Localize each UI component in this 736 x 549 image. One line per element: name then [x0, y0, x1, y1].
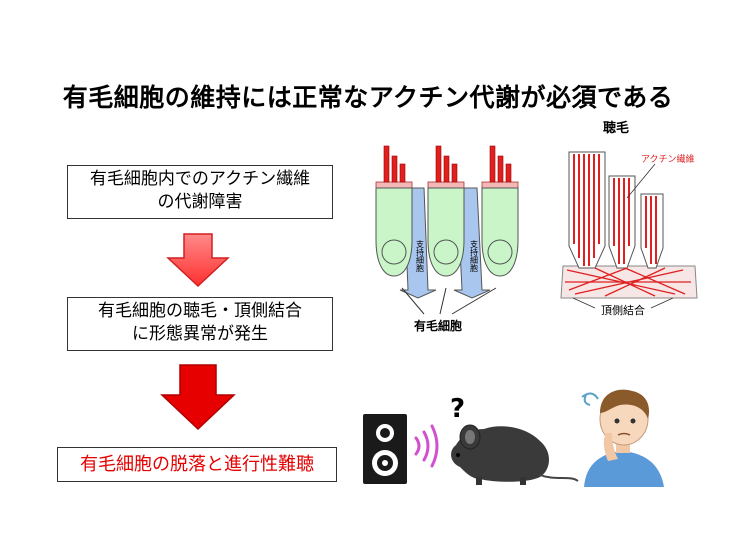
step2-line2: に形態異常が発生 [132, 324, 268, 344]
step1-line1: 有毛細胞内でのアクチン繊維 [89, 169, 311, 189]
support-cell-label-2: 支持細胞 [470, 239, 479, 273]
junction-label: 頂側結合 [601, 303, 645, 317]
question-mark: ? [450, 394, 466, 424]
support-cell-label-1: 支持細胞 [416, 239, 425, 273]
sound-wave-icon [414, 424, 439, 468]
hair-cell-diagram: 支持細胞 支持細胞 有毛細胞 [375, 145, 519, 333]
step3-box: 有毛細胞の脱落と進行性難聴 [57, 447, 337, 482]
hair-cell-3 [481, 145, 519, 277]
step1-line2: の代謝障害 [157, 192, 243, 212]
hair-cell-1 [375, 145, 413, 277]
speaker-icon [363, 414, 407, 484]
confused-person-icon [581, 389, 664, 487]
step1-box: 有毛細胞内でのアクチン繊維 の代謝障害 [67, 165, 333, 219]
down-arrow-2-icon [160, 364, 236, 431]
mouse-icon [451, 424, 579, 485]
step2-box: 有毛細胞の聴毛・頂側結合 に形態異常が発生 [67, 297, 333, 351]
step2-line1: 有毛細胞の聴毛・頂側結合 [98, 301, 302, 321]
stereocilia-diagram: 聴毛 アクチン繊維 頂側結合 [560, 120, 698, 317]
stereocilium-3 [640, 193, 664, 269]
hair-cell-2 [427, 145, 465, 277]
step3-text: 有毛細胞の脱落と進行性難聴 [80, 454, 314, 475]
stereocilium-2 [608, 175, 636, 269]
actin-label: アクチン繊維 [641, 153, 695, 165]
stereocilium-1 [568, 151, 606, 269]
hair-cell-label: 有毛細胞 [414, 318, 462, 333]
actin-network [565, 267, 691, 297]
page-title: 有毛細胞の維持には正常なアクチン代謝が必須である [62, 83, 674, 112]
stereocilia-heading: 聴毛 [603, 120, 629, 136]
down-arrow-1-icon [166, 233, 230, 288]
